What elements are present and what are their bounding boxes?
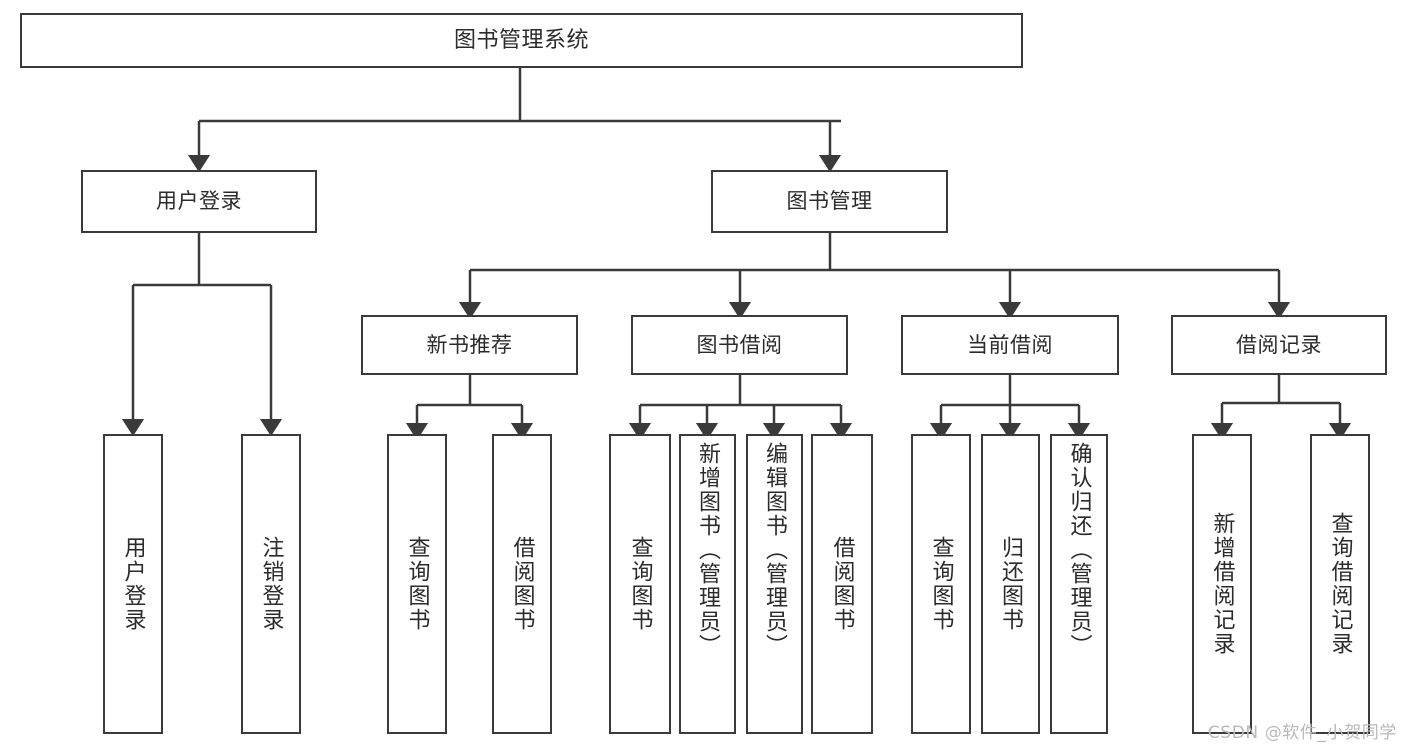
node-leaf-query-book-3[interactable]: 查询图书 [911, 434, 971, 734]
node-root[interactable]: 图书管理系统 [20, 13, 1023, 68]
node-leaf-user-logout[interactable]: 注销登录 [241, 434, 301, 734]
node-new-book-rec[interactable]: 新书推荐 [361, 315, 578, 375]
node-leaf-query-record[interactable]: 查询借阅记录 [1310, 434, 1370, 734]
node-leaf-query-record-label: 查询借阅记录 [1327, 512, 1353, 656]
node-borrow-record[interactable]: 借阅记录 [1171, 315, 1387, 375]
node-root-label: 图书管理系统 [453, 27, 589, 53]
node-book-borrow-label: 图书借阅 [696, 332, 783, 357]
node-leaf-confirm-return[interactable]: 确认归还（管理员） [1050, 434, 1108, 734]
node-user-login-label: 用户登录 [156, 189, 242, 214]
node-current-borrow[interactable]: 当前借阅 [901, 315, 1119, 375]
node-leaf-add-book-label: 新增图书（管理员） [695, 442, 721, 658]
node-leaf-query-book-1-label: 查询图书 [404, 536, 430, 632]
watermark-text: CSDN @软件_小贺同学 [1207, 723, 1397, 743]
node-leaf-query-book-2[interactable]: 查询图书 [609, 434, 671, 734]
node-user-login[interactable]: 用户登录 [81, 170, 317, 233]
node-leaf-borrow-book-1-label: 借阅图书 [509, 536, 535, 632]
node-book-manage-label: 图书管理 [786, 189, 873, 214]
node-leaf-add-book[interactable]: 新增图书（管理员） [679, 434, 736, 734]
node-leaf-add-record-label: 新增借阅记录 [1209, 512, 1235, 656]
node-leaf-query-book-1[interactable]: 查询图书 [387, 434, 447, 734]
node-leaf-user-login-label: 用户登录 [120, 536, 146, 632]
node-book-manage[interactable]: 图书管理 [711, 170, 948, 233]
node-leaf-edit-book[interactable]: 编辑图书（管理员） [746, 434, 803, 734]
node-leaf-user-login[interactable]: 用户登录 [103, 434, 163, 734]
node-leaf-edit-book-label: 编辑图书（管理员） [762, 442, 788, 658]
node-leaf-add-record[interactable]: 新增借阅记录 [1192, 434, 1252, 734]
node-borrow-record-label: 借阅记录 [1236, 332, 1322, 357]
node-leaf-return-book[interactable]: 归还图书 [981, 434, 1040, 734]
node-leaf-return-book-label: 归还图书 [998, 536, 1024, 632]
node-current-borrow-label: 当前借阅 [967, 332, 1053, 357]
node-leaf-borrow-book-2[interactable]: 借阅图书 [811, 434, 873, 734]
node-book-borrow[interactable]: 图书借阅 [631, 315, 848, 375]
node-leaf-borrow-book-2-label: 借阅图书 [829, 536, 855, 632]
node-leaf-user-logout-label: 注销登录 [258, 536, 284, 632]
node-leaf-borrow-book-1[interactable]: 借阅图书 [492, 434, 552, 734]
node-leaf-query-book-2-label: 查询图书 [627, 536, 653, 632]
node-leaf-confirm-return-label: 确认归还（管理员） [1066, 442, 1092, 658]
node-leaf-query-book-3-label: 查询图书 [928, 536, 954, 632]
node-new-book-rec-label: 新书推荐 [426, 332, 513, 357]
